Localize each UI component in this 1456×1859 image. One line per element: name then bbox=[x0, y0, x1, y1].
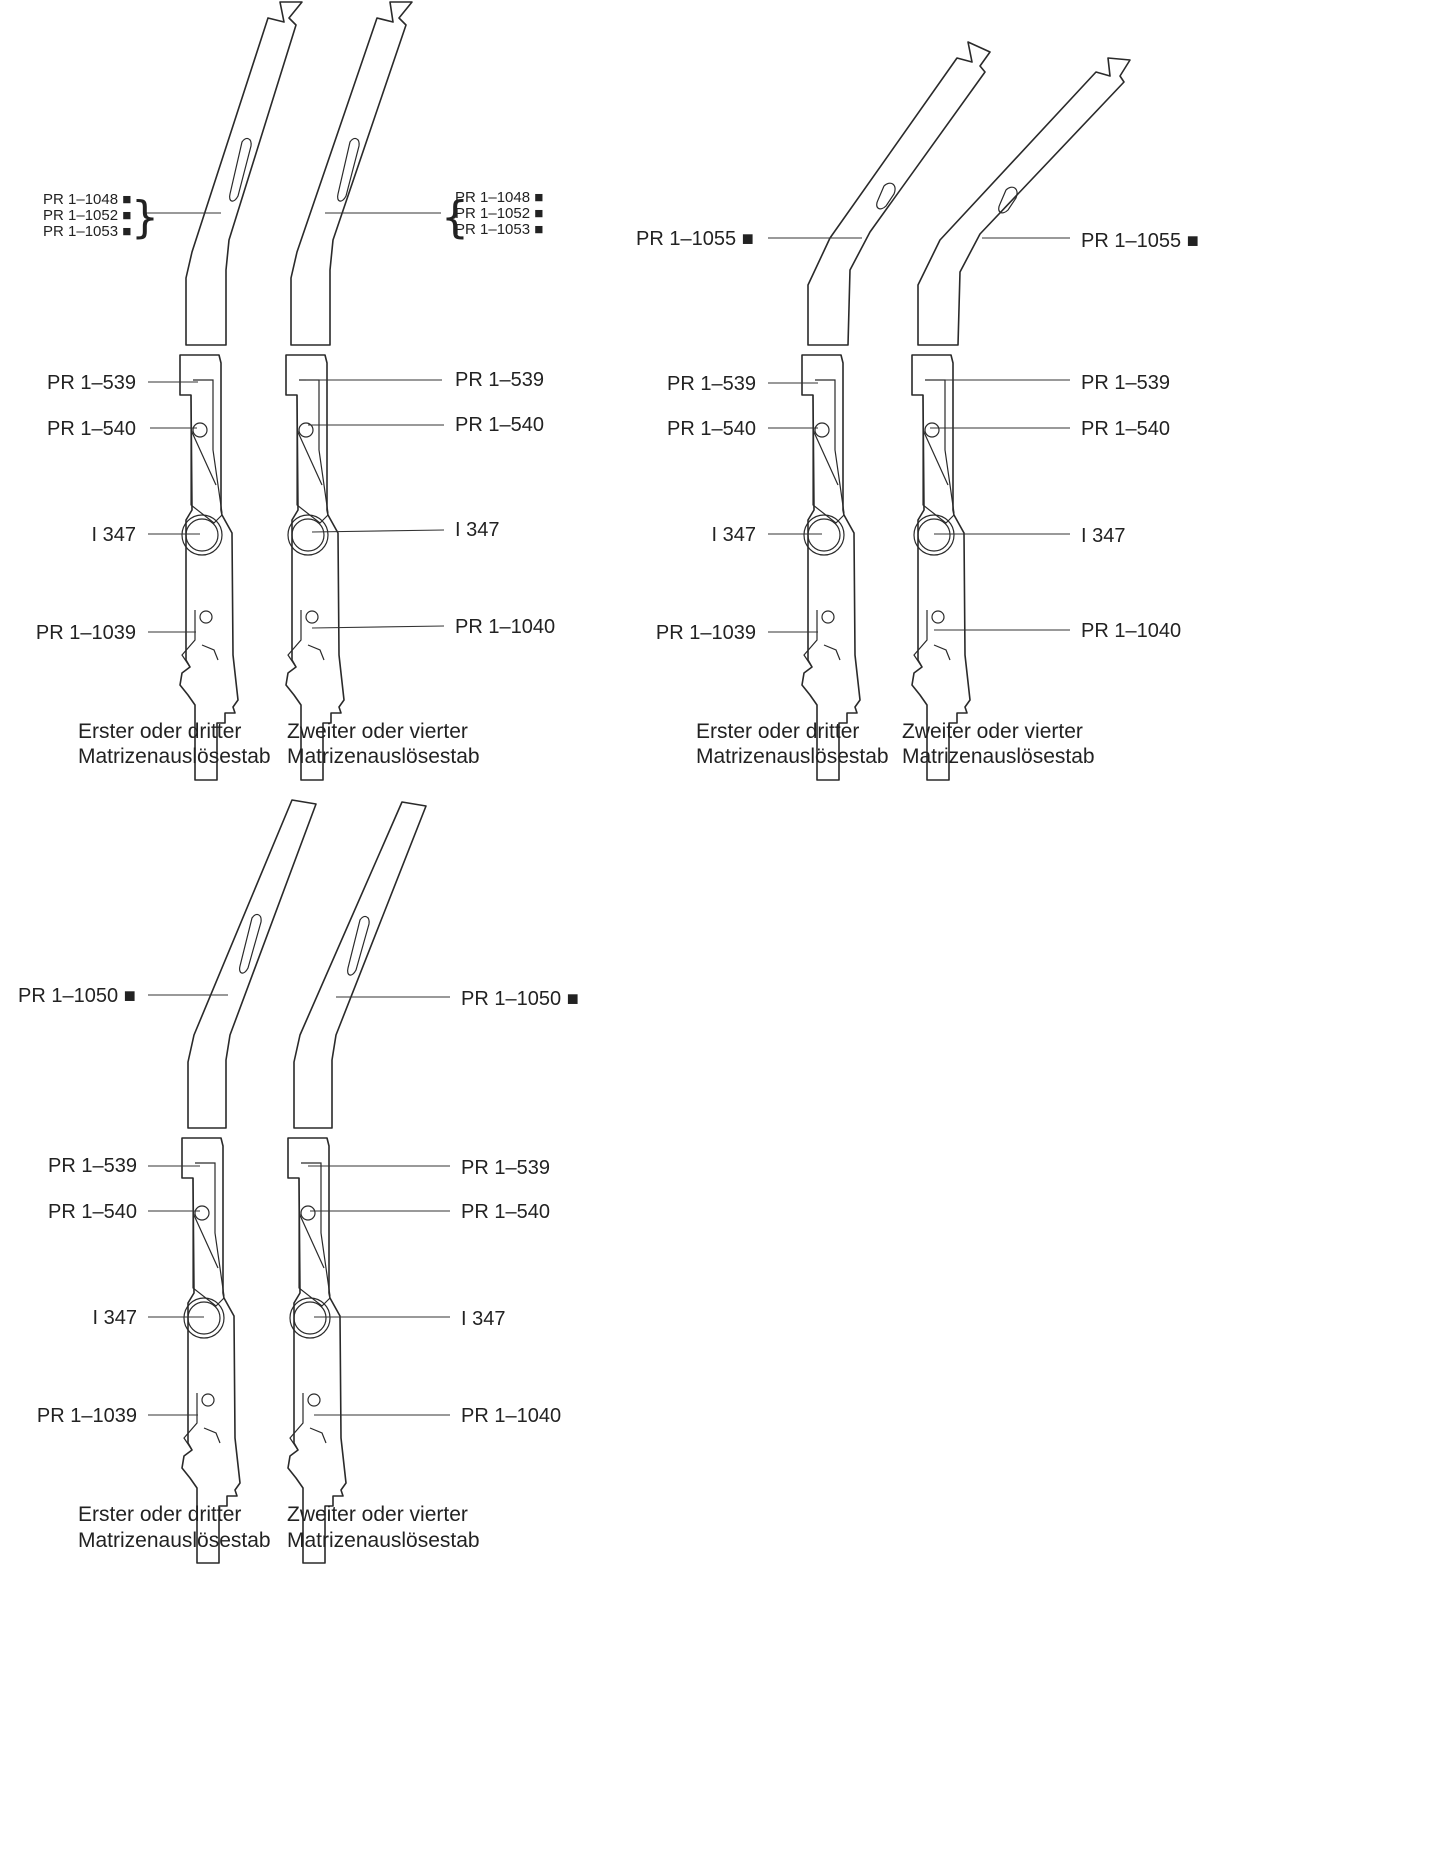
label-i-347-left: I 347 bbox=[93, 1307, 137, 1329]
caption-left-line1: Erster oder dritter bbox=[78, 720, 241, 743]
label-pr-1-1039-left: PR 1–1039 bbox=[656, 622, 756, 644]
label-pr-1-539-right: PR 1–539 bbox=[1081, 372, 1170, 394]
caption-left-line1: Erster oder dritter bbox=[696, 720, 859, 743]
label-pr-1-1052-left: PR 1–1052 ■ bbox=[43, 207, 131, 224]
label-pr-1-539-right: PR 1–539 bbox=[461, 1157, 550, 1179]
label-pr-1-540-left: PR 1–540 bbox=[47, 418, 136, 440]
caption-right-line2: Matrizenauslösestab bbox=[902, 745, 1095, 768]
label-pr-1-540-right: PR 1–540 bbox=[455, 414, 544, 436]
panel-bottom-left: PR 1–1050 ■ PR 1–1050 ■ PR 1–539 PR 1–54… bbox=[18, 799, 579, 1564]
label-pr-1-1040-right: PR 1–1040 bbox=[455, 616, 555, 638]
label-pr-1-540-right: PR 1–540 bbox=[1081, 418, 1170, 440]
label-pr-1-1040-right: PR 1–1040 bbox=[461, 1405, 561, 1427]
panel-top-right: PR 1–1055 ■ PR 1–1055 ■ PR 1–539 PR 1–54… bbox=[636, 41, 1199, 781]
label-pr-1-1055-right: PR 1–1055 ■ bbox=[1081, 230, 1199, 252]
label-pr-1-1039-left: PR 1–1039 bbox=[37, 1405, 137, 1427]
caption-right-line1: Zweiter oder vierter bbox=[287, 1503, 468, 1526]
brace-right: { bbox=[441, 192, 469, 243]
label-pr-1-539-right: PR 1–539 bbox=[455, 369, 544, 391]
label-pr-1-1050-right: PR 1–1050 ■ bbox=[461, 988, 579, 1010]
label-i-347-left: I 347 bbox=[712, 524, 756, 546]
label-pr-1-1053-left: PR 1–1053 ■ bbox=[43, 223, 131, 240]
label-pr-1-540-left: PR 1–540 bbox=[667, 418, 756, 440]
bar-6-upper bbox=[293, 801, 427, 1129]
caption-right-line2: Matrizenauslösestab bbox=[287, 1529, 480, 1552]
label-pr-1-540-left: PR 1–540 bbox=[48, 1201, 137, 1223]
label-pr-1-1055-left: PR 1–1055 ■ bbox=[636, 228, 754, 250]
bar-5-upper bbox=[187, 799, 317, 1129]
label-pr-1-539-left: PR 1–539 bbox=[667, 373, 756, 395]
caption-left-line2: Matrizenauslösestab bbox=[78, 745, 271, 768]
label-i-347-left: I 347 bbox=[92, 524, 136, 546]
label-pr-1-1048-left: PR 1–1048 ■ bbox=[43, 191, 131, 208]
label-i-347-right: I 347 bbox=[455, 519, 499, 541]
caption-right-line1: Zweiter oder vierter bbox=[287, 720, 468, 743]
label-i-347-right: I 347 bbox=[1081, 525, 1125, 547]
label-pr-1-1052-right: PR 1–1052 ■ bbox=[455, 205, 543, 222]
label-pr-1-539-left: PR 1–539 bbox=[47, 372, 136, 394]
bar-3-upper bbox=[807, 41, 991, 346]
label-pr-1-1039-left: PR 1–1039 bbox=[36, 622, 136, 644]
caption-left-line2: Matrizenauslösestab bbox=[696, 745, 889, 768]
brace-left: } bbox=[131, 192, 159, 243]
label-i-347-right: I 347 bbox=[461, 1308, 505, 1330]
bar-2-upper bbox=[290, 1, 413, 346]
caption-left-line2: Matrizenauslösestab bbox=[78, 1529, 271, 1552]
caption-left-line1: Erster oder dritter bbox=[78, 1503, 241, 1526]
label-pr-1-1048-right: PR 1–1048 ■ bbox=[455, 189, 543, 206]
bar-4-upper bbox=[917, 57, 1131, 346]
caption-right-line2: Matrizenauslösestab bbox=[287, 745, 480, 768]
caption-right-line1: Zweiter oder vierter bbox=[902, 720, 1083, 743]
bar-1-upper bbox=[185, 1, 303, 346]
panel-top-left: PR 1–1048 ■ PR 1–1052 ■ PR 1–1053 ■ } { … bbox=[36, 1, 555, 781]
label-pr-1-540-right: PR 1–540 bbox=[461, 1201, 550, 1223]
label-pr-1-1040-right: PR 1–1040 bbox=[1081, 620, 1181, 642]
label-pr-1-1053-right: PR 1–1053 ■ bbox=[455, 221, 543, 238]
label-pr-1-539-left: PR 1–539 bbox=[48, 1155, 137, 1177]
label-pr-1-1050-left: PR 1–1050 ■ bbox=[18, 985, 136, 1007]
